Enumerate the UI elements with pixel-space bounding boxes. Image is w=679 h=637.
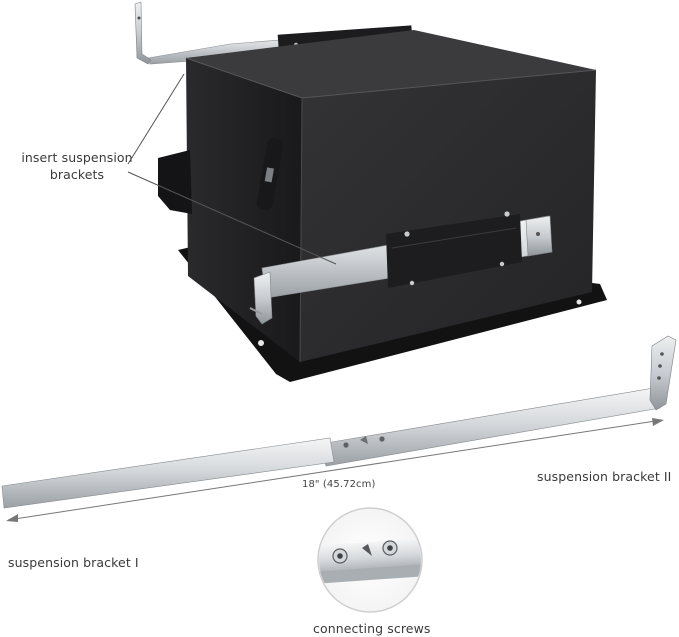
box-left-face <box>186 58 302 362</box>
arrowhead-right <box>652 418 664 426</box>
arrowhead-left <box>6 514 18 522</box>
screw-icon <box>387 545 393 551</box>
screw-icon <box>337 553 343 559</box>
suspension-bracket-ii <box>319 387 661 467</box>
tab-hole <box>657 376 661 380</box>
tab-pin <box>249 307 263 315</box>
tab-hole <box>137 16 141 20</box>
screw-icon <box>499 261 505 267</box>
insert-brackets-label-line2: brackets <box>49 167 105 182</box>
screw-icon <box>409 280 415 286</box>
bracket-ii-end-tab <box>649 335 677 411</box>
box-top-face <box>186 30 596 98</box>
insert-brackets-label: insert suspension brackets <box>12 149 142 183</box>
screw-icon <box>379 436 385 442</box>
suspension-bracket-i <box>1 437 335 509</box>
screw-icon <box>404 231 410 237</box>
tab-hole <box>536 232 540 236</box>
slot-icon <box>360 436 368 444</box>
flange-hole <box>258 340 264 346</box>
screw-icon <box>504 211 510 217</box>
zoom-detail <box>319 537 421 585</box>
callout-line-front <box>127 171 337 265</box>
connecting-screws-label: connecting screws <box>313 621 431 636</box>
clamp-edge <box>391 227 517 249</box>
insert-brackets-label-line1: insert suspension <box>21 150 133 165</box>
tab-hole <box>660 352 664 356</box>
bracket-one-label: suspension bracket I <box>8 555 139 570</box>
flange-hole <box>576 299 582 305</box>
dimension-label: 18" (45.72cm) <box>302 479 376 490</box>
callout-line-upper <box>127 73 185 165</box>
box-front-face <box>300 70 596 362</box>
front-bracket-end-tab <box>525 215 553 257</box>
tab-hole <box>658 364 662 368</box>
front-bracket-left-tab <box>253 271 273 325</box>
screw-icon <box>343 442 349 448</box>
junction-box <box>158 150 192 214</box>
box-edge <box>299 97 303 363</box>
slot-icon <box>362 544 372 556</box>
bracket-two-label: suspension bracket II <box>537 469 672 484</box>
upper-bracket-tab <box>134 1 152 65</box>
dimension-line <box>7 419 663 521</box>
side-latch-slot <box>264 167 274 183</box>
